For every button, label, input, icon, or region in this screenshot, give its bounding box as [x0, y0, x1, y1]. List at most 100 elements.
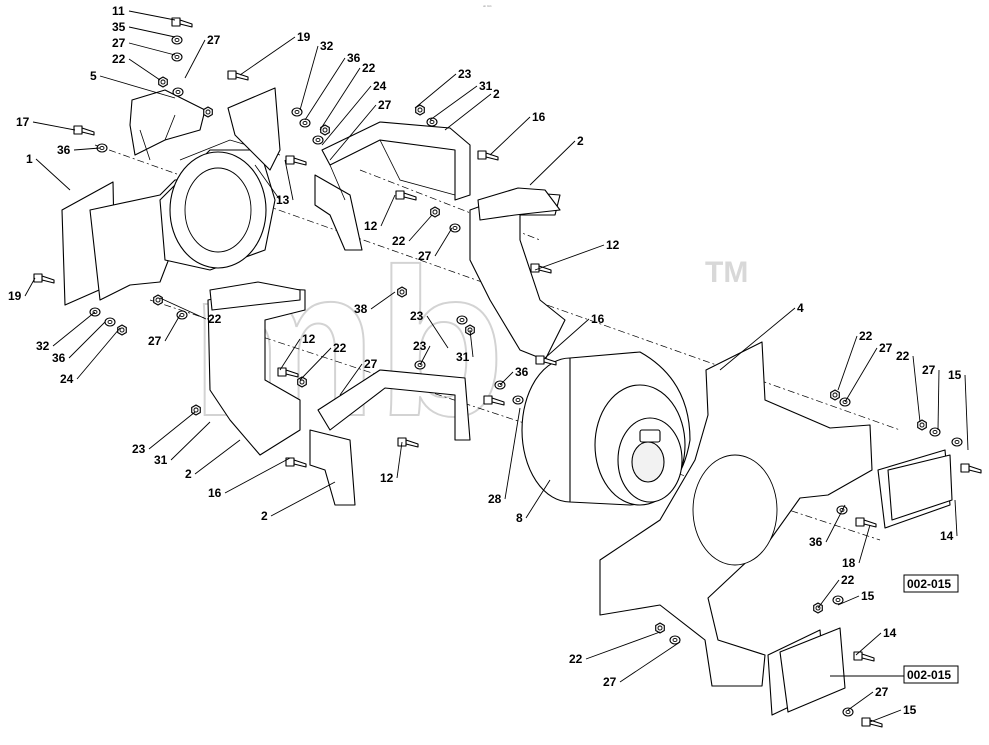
leader-line [148, 411, 196, 450]
callout-8: 8 [516, 479, 551, 525]
nut-icon [203, 106, 213, 118]
callout-5: 5 [90, 69, 176, 99]
callout-2: 2 [185, 439, 241, 481]
leader-line [719, 307, 796, 371]
leader-line [99, 75, 176, 99]
callout-number: 12 [606, 238, 620, 252]
callout-22: 22 [392, 214, 433, 248]
leader-line [24, 277, 36, 297]
callout-number: 36 [52, 351, 66, 365]
leader-line [299, 45, 319, 111]
callout-number: 27 [148, 334, 162, 348]
leader-line [279, 338, 301, 371]
callout-number: 5 [90, 69, 97, 83]
callout-22: 22 [319, 61, 376, 131]
leader-line [817, 579, 840, 609]
part-1-bracket-plate [61, 139, 281, 306]
leader-line [534, 244, 605, 271]
leader-line [499, 371, 514, 386]
leader-line [544, 318, 590, 359]
callout-number: 31 [456, 350, 470, 364]
callout-27: 27 [603, 641, 681, 689]
part-2-bracket-bottom [309, 369, 471, 506]
bolt-icon [285, 155, 307, 166]
bolt-icon [277, 367, 299, 378]
callout-number: 13 [276, 193, 290, 207]
part-2-bracket-mid-right [469, 187, 566, 361]
leader-line [68, 321, 106, 359]
callout-number: 22 [392, 234, 406, 248]
leader-line [912, 355, 921, 423]
leader-line [837, 595, 860, 606]
callout-number: 1 [26, 152, 33, 166]
leader-line [419, 345, 431, 366]
leader-line [844, 347, 878, 403]
bolt-icon [853, 651, 875, 662]
callout-15: 15 [869, 703, 917, 723]
callout-number: 22 [896, 349, 910, 363]
callout-12: 12 [380, 441, 403, 485]
nut-icon [191, 404, 201, 416]
bolt-icon [171, 17, 193, 28]
callout-38: 38 [354, 291, 396, 316]
callout-31: 31 [154, 421, 211, 467]
reference-box-lower: 002-015 [830, 665, 959, 684]
leader-line [869, 709, 902, 723]
reference-label-upper: 002-015 [907, 577, 951, 591]
callout-27: 27 [418, 227, 453, 263]
callout-number: 36 [57, 143, 71, 157]
bolt-icon [73, 125, 95, 136]
washer-icon [951, 437, 963, 447]
leader-line [444, 93, 492, 131]
leader-line [469, 329, 474, 358]
washer-icon [669, 635, 681, 645]
leader-line [164, 314, 181, 342]
callout-32: 32 [36, 311, 96, 353]
nut-icon [830, 389, 840, 401]
callout-number: 12 [364, 219, 378, 233]
leader-line [585, 631, 661, 660]
callout-23: 23 [413, 339, 431, 366]
callout-27: 27 [329, 98, 392, 161]
callout-36: 36 [57, 143, 101, 157]
callout-2: 2 [444, 87, 500, 131]
nut-icon [917, 419, 927, 431]
nut-icon [158, 76, 168, 88]
callout-number: 24 [373, 79, 387, 93]
leader-line [159, 297, 207, 320]
callout-16: 16 [489, 110, 546, 156]
washer-icon [172, 87, 184, 97]
leader-line [489, 116, 531, 156]
callout-11: 11 [112, 4, 176, 21]
leader-line [73, 147, 101, 151]
washer-icon [299, 118, 311, 128]
leader-line [858, 524, 871, 564]
callout-12: 12 [364, 194, 396, 233]
callout-number: 32 [320, 39, 334, 53]
callout-number: 23 [413, 339, 427, 353]
callout-number: 31 [154, 453, 168, 467]
leader-line [837, 335, 858, 391]
leader-line [284, 159, 294, 201]
nut-icon [397, 286, 407, 298]
callout-number: 16 [532, 110, 546, 124]
callout-number: 22 [208, 312, 222, 326]
callout-number: 32 [36, 339, 50, 353]
callout-number: 27 [112, 36, 126, 50]
callout-number: 35 [112, 20, 126, 34]
callout-15: 15 [948, 368, 969, 451]
callout-19: 19 [8, 277, 36, 303]
leader-line [408, 214, 433, 242]
nut-icon [465, 324, 475, 336]
callout-number: 17 [16, 115, 30, 129]
leader-line [128, 10, 176, 21]
leader-line [396, 441, 403, 479]
leader-line [529, 140, 576, 186]
callout-number: 24 [60, 372, 74, 386]
callout-14: 14 [855, 626, 897, 656]
callout-number: 36 [515, 365, 529, 379]
bolt-icon [855, 517, 877, 528]
leader-line [329, 104, 377, 161]
callout-14: 14 [940, 499, 958, 543]
